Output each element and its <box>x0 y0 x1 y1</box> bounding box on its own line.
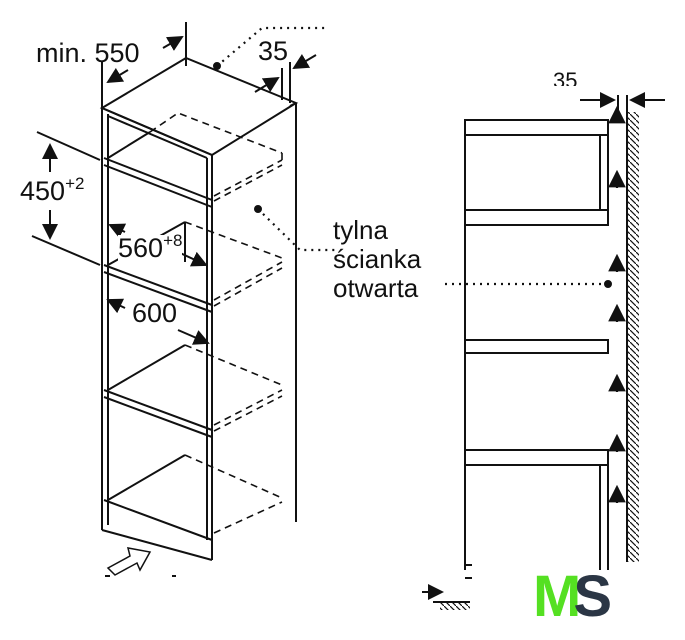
note-line-1: tylna <box>333 215 388 245</box>
cabinet-width-label: 600 <box>132 298 178 328</box>
logo-m: M <box>533 564 581 629</box>
side-gap-label: 35 <box>553 70 578 86</box>
niche-width-tolerance: +8 <box>163 231 183 250</box>
niche-height-label: 450+2 <box>20 175 84 206</box>
note-line-2: ścianka <box>333 244 422 274</box>
niche-height-tolerance: +2 <box>65 174 85 193</box>
niche-height-value: 450 <box>20 176 66 206</box>
niche-width-value: 560 <box>118 233 164 263</box>
open-back-wall-note: tylna ścianka otwarta <box>333 216 421 303</box>
cabinet-side-section <box>422 92 665 610</box>
note-line-3: otwarta <box>333 273 419 303</box>
niche-width-label: 560+8 <box>118 232 183 263</box>
gap-top-label: 35 <box>258 36 289 66</box>
logo-s: S <box>573 564 612 629</box>
cabinet-isometric <box>31 22 608 577</box>
ms-logo: MS <box>533 568 612 626</box>
min-depth-label: min. 550 <box>36 38 140 68</box>
